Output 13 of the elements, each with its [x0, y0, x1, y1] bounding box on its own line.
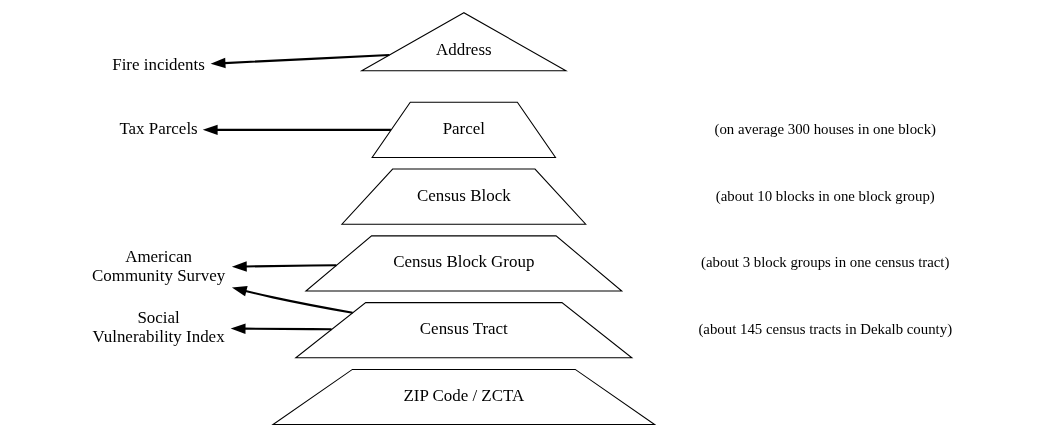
label: (on average 300 houses in one block) — [714, 120, 937, 137]
node-text: Fire incidents — [112, 55, 205, 75]
node-text: Tax Parcels — [119, 118, 198, 138]
node-text: American Community Survey — [91, 247, 226, 286]
arrow — [231, 261, 337, 272]
node-text: Social Vulnerability Index — [92, 307, 225, 346]
arrow — [231, 286, 353, 314]
arrow — [230, 323, 332, 334]
label: (about 145 census tracts in Dekalb county) — [698, 321, 953, 338]
arrow — [210, 53, 390, 69]
label: (about 3 block groups in one census tract) — [701, 254, 950, 271]
arrow — [202, 124, 391, 136]
label: (about 10 blocks in one block group) — [715, 187, 935, 204]
